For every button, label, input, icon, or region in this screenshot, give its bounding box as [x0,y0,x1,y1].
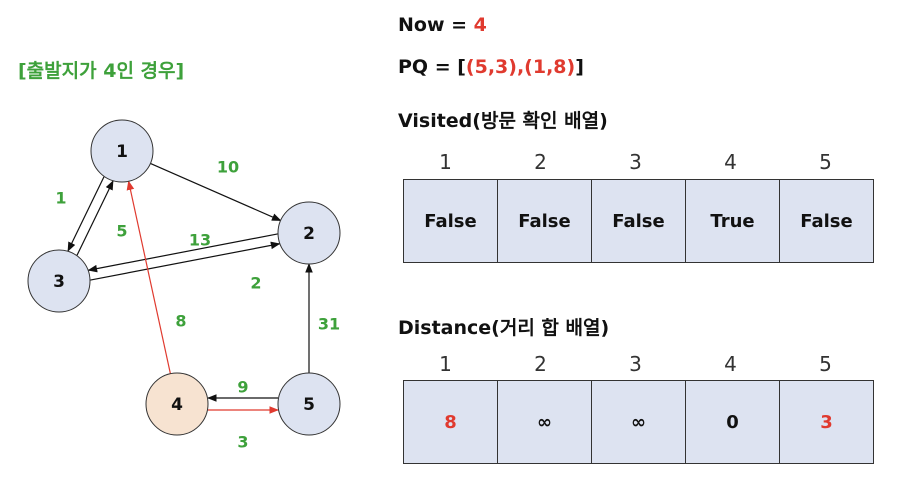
pq-open-bracket: [ [457,56,466,78]
edge-3-to-1 [76,180,114,256]
visited-cell-5: False [779,179,874,263]
edge-weight-5-to-2: 31 [318,315,340,334]
distance-cell-2: ∞ [497,380,592,464]
distance-cell-5: 3 [779,380,874,464]
visited-index-4: 4 [724,150,737,174]
visited-title: Visited(방문 확인 배열) [398,110,608,132]
distance-index-5: 5 [819,352,832,376]
distance-index-3: 3 [629,352,642,376]
node-circle-2 [277,201,341,265]
node-1: 1 [90,119,154,183]
edge-3-to-2 [90,241,281,281]
edge-weight-4-to-1: 8 [175,312,186,331]
node-label-4: 4 [171,395,183,415]
distance-index-1: 1 [439,352,452,376]
pq-close-bracket: ] [575,56,584,78]
node-label-5: 5 [303,395,315,415]
edge-weight-2-to-3: 2 [250,274,261,293]
edge-weight-4-to-5: 3 [237,433,248,452]
node-4: 4 [145,372,209,436]
distance-title: Distance(거리 합 배열) [398,317,610,339]
node-5: 5 [277,372,341,436]
pq-items: (5,3),(1,8) [465,56,576,78]
distance-cell-1: 8 [403,380,498,464]
visited-index-5: 5 [819,150,832,174]
distance-cell-3: ∞ [591,380,686,464]
visited-index-1: 1 [439,150,452,174]
visited-index-row: 1 2 3 4 5 [398,150,873,174]
edge-4-to-1 [126,180,172,374]
visited-cell-2: False [497,179,592,263]
edge-weight-3-to-1: 1 [55,189,66,208]
distance-cell-4: 0 [685,380,780,464]
visited-index-3: 3 [629,150,642,174]
node-2: 2 [277,201,341,265]
now-value: 4 [473,14,487,36]
edge-1-to-3 [67,176,105,252]
node-circle-4 [145,372,209,436]
visited-cell-4: True [685,179,780,263]
node-label-3: 3 [53,272,65,292]
node-circle-5 [277,372,341,436]
node-3: 3 [27,249,91,313]
visited-cell-1: False [403,179,498,263]
edge-weight-5-to-4: 9 [237,378,248,397]
edge-2-to-3 [87,233,278,273]
start-node-caption: [출발지가 4인 경우] [18,60,185,82]
distance-index-4: 4 [724,352,737,376]
distance-index-row: 1 2 3 4 5 [398,352,873,376]
edge-weight-3-to-2: 13 [189,231,211,250]
pq-label: PQ = [398,56,458,78]
node-label-2: 2 [303,224,315,244]
edge-1-to-2 [150,162,282,222]
pq-line: PQ = [(5,3),(1,8)] [398,56,584,78]
distance-index-2: 2 [534,352,547,376]
graph-diagram: 10 1 5 13 2 8 31 9 3 1 2 3 4 5 [27,119,341,452]
node-label-1: 1 [116,142,128,162]
node-circle-3 [27,249,91,313]
now-label: Now = [398,14,474,36]
edge-weight-1-to-3: 5 [116,222,127,241]
now-line: Now = 4 [398,14,487,36]
edge-weight-1-to-2: 10 [217,158,239,177]
visited-index-2: 2 [534,150,547,174]
visited-cell-3: False [591,179,686,263]
node-circle-1 [90,119,154,183]
